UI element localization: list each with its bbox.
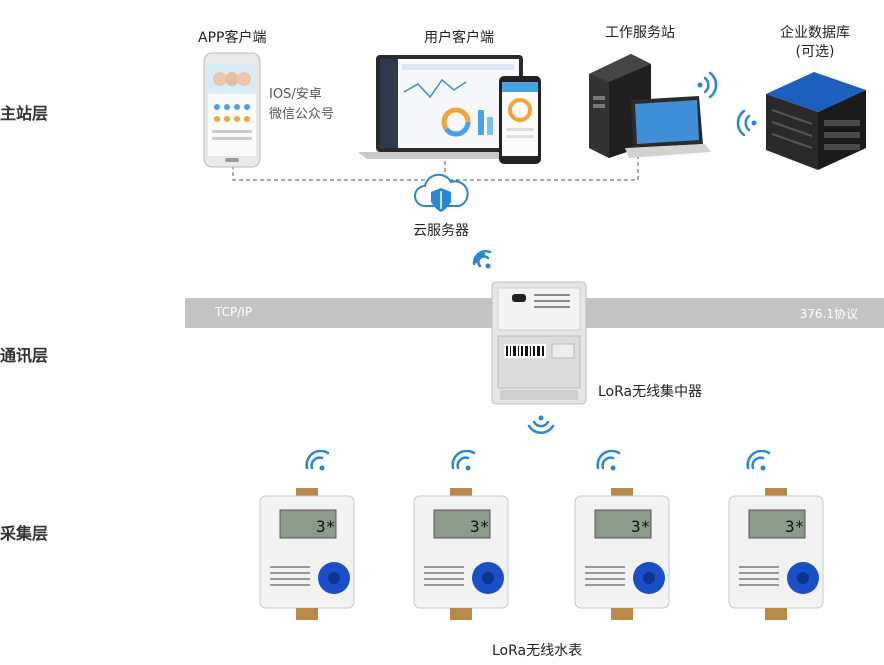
wifi-icon-concentrator [527, 415, 555, 435]
laptop-client-icon [358, 55, 541, 164]
svg-text:3*: 3* [316, 517, 335, 536]
cloud-server-label: 云服务器 [413, 223, 469, 239]
svg-text:3*: 3* [470, 517, 489, 536]
app-phone-icon [203, 52, 261, 168]
water-meter-3: 3* [574, 488, 670, 620]
layer-label-master: 主站层 [0, 104, 49, 123]
wifi-icon-meter-2 [451, 450, 476, 471]
cloud-server-icon [414, 173, 469, 212]
protocol-left-label: TCP/IP [215, 305, 253, 319]
workstation-label: 工作服务站 [605, 25, 675, 41]
app-platform-ios-android: IOS/安卓 [269, 87, 322, 102]
wifi-icon-meter-4 [746, 450, 771, 471]
svg-text:3*: 3* [785, 517, 804, 536]
wifi-icon-meter-1 [305, 450, 330, 471]
water-meter-2: 3* [413, 488, 509, 620]
user-client-label: 用户客户端 [424, 30, 494, 46]
concentrator-label: LoRa无线集中器 [598, 384, 703, 400]
svg-text:3*: 3* [631, 517, 650, 536]
layer-label-collection: 采集层 [0, 524, 49, 543]
wifi-icon-workstation [697, 71, 718, 99]
water-meter-1: 3* [259, 488, 355, 620]
lora-concentrator-device [491, 281, 587, 405]
app-platforms-label: IOS/安卓 微信公众号 [269, 85, 334, 125]
enterprise-db-optional: (可选) [795, 44, 835, 60]
water-meter-4: 3* [728, 488, 824, 620]
enterprise-db-title: 企业数据库 [780, 25, 850, 41]
protocol-right-label: 376.1协议 [799, 307, 858, 321]
water-meters-label: LoRa无线水表 [492, 643, 583, 659]
app-platform-wechat: 微信公众号 [269, 107, 335, 122]
wifi-icon-meter-3 [596, 450, 621, 471]
workstation-server-icon [589, 54, 711, 158]
wifi-icon-cloud [472, 250, 492, 269]
enterprise-db-label: 企业数据库 (可选) [780, 24, 850, 62]
layer-label-communication: 通讯层 [0, 346, 49, 365]
wifi-icon-database [736, 109, 757, 137]
database-server-icon [766, 72, 866, 170]
app-client-label: APP客户端 [198, 30, 267, 46]
